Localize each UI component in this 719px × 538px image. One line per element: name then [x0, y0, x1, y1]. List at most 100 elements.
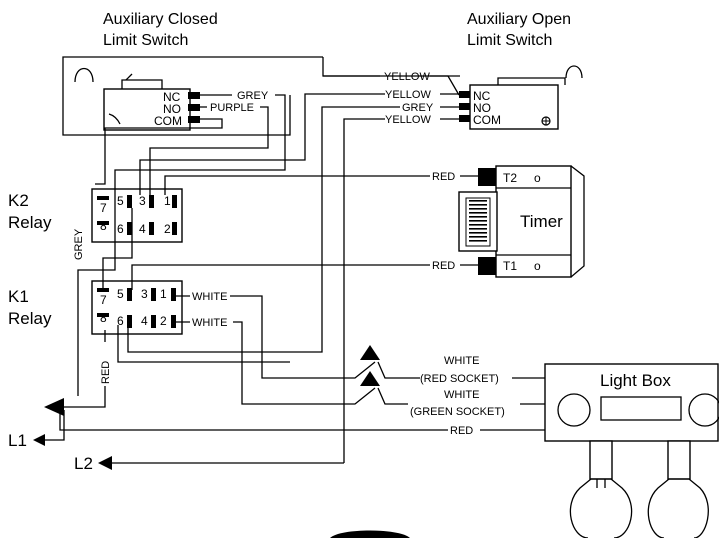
- k2-pin-4: 4: [139, 222, 146, 236]
- timer-label: Timer: [520, 212, 563, 231]
- wire-white-red-socket: [377, 361, 545, 379]
- timer-t1-terminal: [478, 257, 496, 275]
- open-switch-body: [469, 84, 559, 130]
- open-no-label: NO: [473, 101, 491, 115]
- red-socket-circle: [557, 393, 591, 427]
- closed-switch-actuator: [121, 79, 163, 93]
- k2-pin-8: 8: [100, 219, 107, 233]
- k1-relay-label-line1: K1: [8, 287, 29, 306]
- green-socket-connector-icon: [360, 371, 380, 386]
- open-switch-hook: [565, 65, 583, 79]
- light-box-label: Light Box: [600, 371, 671, 390]
- k2-relay: 7 8 5 6 3 4 1 2: [91, 188, 183, 243]
- wire-label-grey-closed: GREY: [237, 90, 269, 102]
- light-box-body: [544, 363, 719, 442]
- timer-t2-dot: o: [534, 171, 541, 185]
- wire-grey-closed-nc: [77, 94, 286, 396]
- closed-nc-terminal: [188, 92, 200, 99]
- wiring: GREY PURPLE YELLOW YELLOW GREY YELLOW RE…: [45, 71, 545, 464]
- wire-purple-closed-no: [149, 106, 269, 195]
- wire-label-white-red-socket-2: (RED SOCKET): [420, 373, 499, 385]
- k2-pin-5: 5: [117, 194, 124, 208]
- wire-label-red-t2: RED: [432, 171, 455, 183]
- bulb-1: [569, 478, 633, 538]
- wire-yellow-open-top: [323, 75, 460, 96]
- wire-nut-icon: [44, 398, 64, 416]
- wire-yellow-open-nc: [139, 93, 459, 195]
- k2-pin-2: 2: [164, 222, 171, 236]
- closed-com-label: COM: [154, 114, 182, 128]
- timer-t2-label: T2: [503, 171, 517, 185]
- closed-no-label: NO: [163, 102, 181, 116]
- wire-grey-open-no: [127, 106, 459, 353]
- closed-switch-hook: [74, 67, 94, 83]
- k2-pin-7: 7: [100, 201, 107, 215]
- wire-label-white-1: WHITE: [192, 291, 227, 303]
- wire-label-yellow-com: YELLOW: [385, 114, 431, 126]
- open-nc-terminal: [459, 91, 470, 98]
- k2-relay-label-line2: Relay: [8, 213, 52, 232]
- wire-label-white-green-socket-1: WHITE: [444, 389, 479, 401]
- k1-pin-6: 6: [117, 314, 124, 328]
- open-switch-actuator: [497, 77, 566, 88]
- l1-arrow-icon: [33, 434, 45, 446]
- open-nc-label: NC: [473, 89, 491, 103]
- wire-label-purple: PURPLE: [210, 102, 254, 114]
- red-socket-connector-icon: [360, 345, 380, 360]
- wire-label-yellow-top: YELLOW: [384, 71, 430, 83]
- wire-label-white-red-socket-1: WHITE: [444, 355, 479, 367]
- timer-t1-dot: o: [534, 259, 541, 273]
- l2-arrow-icon: [98, 456, 112, 470]
- wire-white-k1-2: [176, 321, 376, 405]
- light-box-window: [600, 396, 682, 421]
- wire-label-grey-no: GREY: [402, 102, 434, 114]
- closed-nc-label: NC: [163, 90, 181, 104]
- timer: T2 o T1 o Timer: [458, 165, 585, 278]
- k1-pin-5: 5: [117, 287, 124, 301]
- k1-pin-4: 4: [141, 314, 148, 328]
- wire-closed-com: [95, 118, 223, 185]
- wire-yellow-open-com: [343, 118, 459, 463]
- timer-t1-label: T1: [503, 259, 517, 273]
- light-box: Light Box: [544, 363, 719, 538]
- green-socket-circle: [688, 393, 719, 427]
- k2-relay-body: [91, 188, 183, 243]
- wire-red-timer-t1: [131, 264, 478, 290]
- timer-body: [495, 165, 572, 278]
- l1-label: L1: [8, 431, 27, 450]
- wire-k2-k1: [102, 208, 133, 290]
- aux-open-title-line2: Limit Switch: [467, 32, 552, 49]
- wire-label-red-t1: RED: [432, 260, 455, 272]
- aux-closed-title-line2: Limit Switch: [103, 32, 188, 49]
- timer-t2-terminal: [478, 168, 496, 186]
- closed-switch-body: [103, 88, 191, 131]
- open-com-terminal: [459, 115, 470, 122]
- wire-red-lightbox: [59, 408, 545, 431]
- k1-pin-8: 8: [100, 311, 107, 325]
- wire-label-red-vertical: RED: [100, 361, 112, 384]
- wire-k1-pin6: [117, 325, 290, 363]
- wire-red-vertical: [62, 330, 106, 408]
- k1-relay-label-line2: Relay: [8, 309, 52, 328]
- bulb-2: [647, 478, 709, 538]
- wire-red-timer-t2: [164, 175, 478, 195]
- wire-label-yellow-nc: YELLOW: [385, 89, 431, 101]
- wire-white-k1-1: [176, 295, 376, 379]
- l2-label: L2: [74, 454, 93, 473]
- wire-label-white-2: WHITE: [192, 317, 227, 329]
- wire-label-grey-vertical: GREY: [73, 228, 85, 260]
- wire-l1: [45, 410, 65, 441]
- wire-white-green-socket: [377, 387, 545, 405]
- closed-no-terminal: [188, 104, 200, 111]
- k1-pin-2: 2: [160, 314, 167, 328]
- open-com-label: COM: [473, 113, 501, 127]
- wire-label-red-lightbox: RED: [450, 425, 473, 437]
- k2-pin-3: 3: [139, 194, 146, 208]
- bottom-oval-shape: [330, 530, 410, 538]
- aux-closed-title-line1: Auxiliary Closed: [103, 11, 218, 28]
- aux-open-limit-switch: NC NO COM: [459, 65, 583, 130]
- k2-pin-6: 6: [117, 222, 124, 236]
- aux-closed-limit-switch: NC NO COM: [62, 56, 460, 136]
- k1-pin-1: 1: [160, 287, 167, 301]
